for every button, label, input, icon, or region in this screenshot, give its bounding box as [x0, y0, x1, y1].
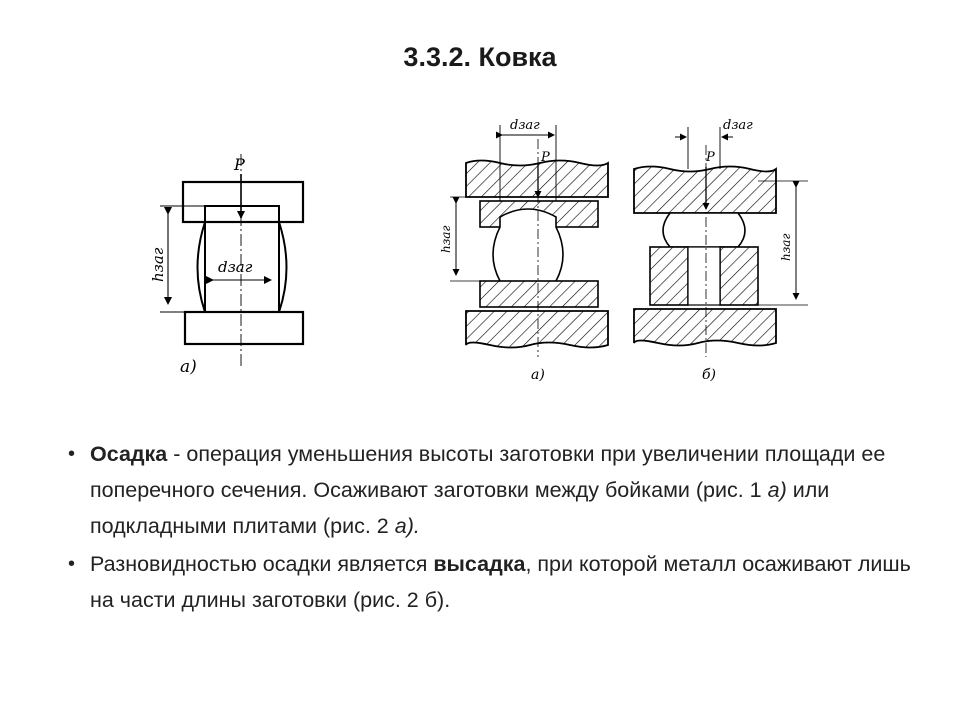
- bullet-marker: •: [68, 443, 76, 465]
- figure-2b-caption: б): [702, 367, 716, 383]
- blank-shank-b: [687, 246, 721, 306]
- term-upsetting: Осадка: [90, 442, 168, 466]
- figure-ref-2a: а).: [394, 514, 420, 538]
- bullet-text: Разновидностью осадки является: [90, 552, 434, 576]
- split-die-right: [719, 246, 759, 306]
- page-title: 3.3.2. Ковка: [403, 42, 557, 72]
- blank-head-b: [662, 212, 746, 248]
- force-label-b: P: [705, 150, 715, 165]
- bullet-text: - операция уменьшения высоты заготовки п…: [90, 442, 886, 502]
- bullet-item-heading: • Разновидностью осадки является высадка…: [68, 546, 918, 618]
- diameter-label-b: dзаг: [723, 118, 753, 133]
- diameter-label: dзаг: [218, 258, 253, 276]
- bullet-item-upsetting: • Осадка - операция уменьшения высоты за…: [68, 436, 918, 544]
- figure-1-upsetting-between-dies: P hзаг dзаг а): [130, 140, 330, 390]
- height-label-b: hзаг: [779, 234, 793, 262]
- bullet-text: , при которой металл осаживают лишь на ч…: [90, 552, 911, 612]
- figure-1-caption: а): [180, 357, 197, 377]
- upper-die-b: [633, 165, 777, 214]
- height-label: hзаг: [149, 247, 167, 282]
- bullet-text: или подкладными плитами (рис. 2: [90, 478, 830, 538]
- diameter-label-a: dзаг: [510, 118, 540, 133]
- split-die-left: [649, 246, 689, 306]
- upper-die: [181, 180, 305, 224]
- force-label: P: [233, 155, 245, 174]
- height-label-a: hзаг: [439, 226, 453, 254]
- lower-plate-a: [479, 280, 599, 308]
- bullet-marker: •: [68, 553, 76, 575]
- figure-2a: dзаг P hзаг а): [439, 118, 609, 383]
- figure-2b: dзаг P hзаг б): [633, 118, 808, 383]
- lower-die-b: [633, 308, 777, 347]
- bullet-list: • Осадка - операция уменьшения высоты за…: [68, 436, 918, 620]
- upset-blank-outline: [196, 221, 206, 313]
- term-heading: высадка: [433, 552, 526, 576]
- lower-die: [183, 310, 305, 346]
- original-blank: [204, 205, 280, 313]
- lower-die-a: [465, 310, 609, 349]
- force-label-a: P: [540, 150, 550, 165]
- figure-2-plates-and-heading: dзаг P hзаг а) dзаг P: [420, 105, 820, 395]
- figure-2a-caption: а): [531, 367, 545, 383]
- upper-die-a: [465, 159, 609, 198]
- figure-ref-1a: а): [767, 478, 787, 502]
